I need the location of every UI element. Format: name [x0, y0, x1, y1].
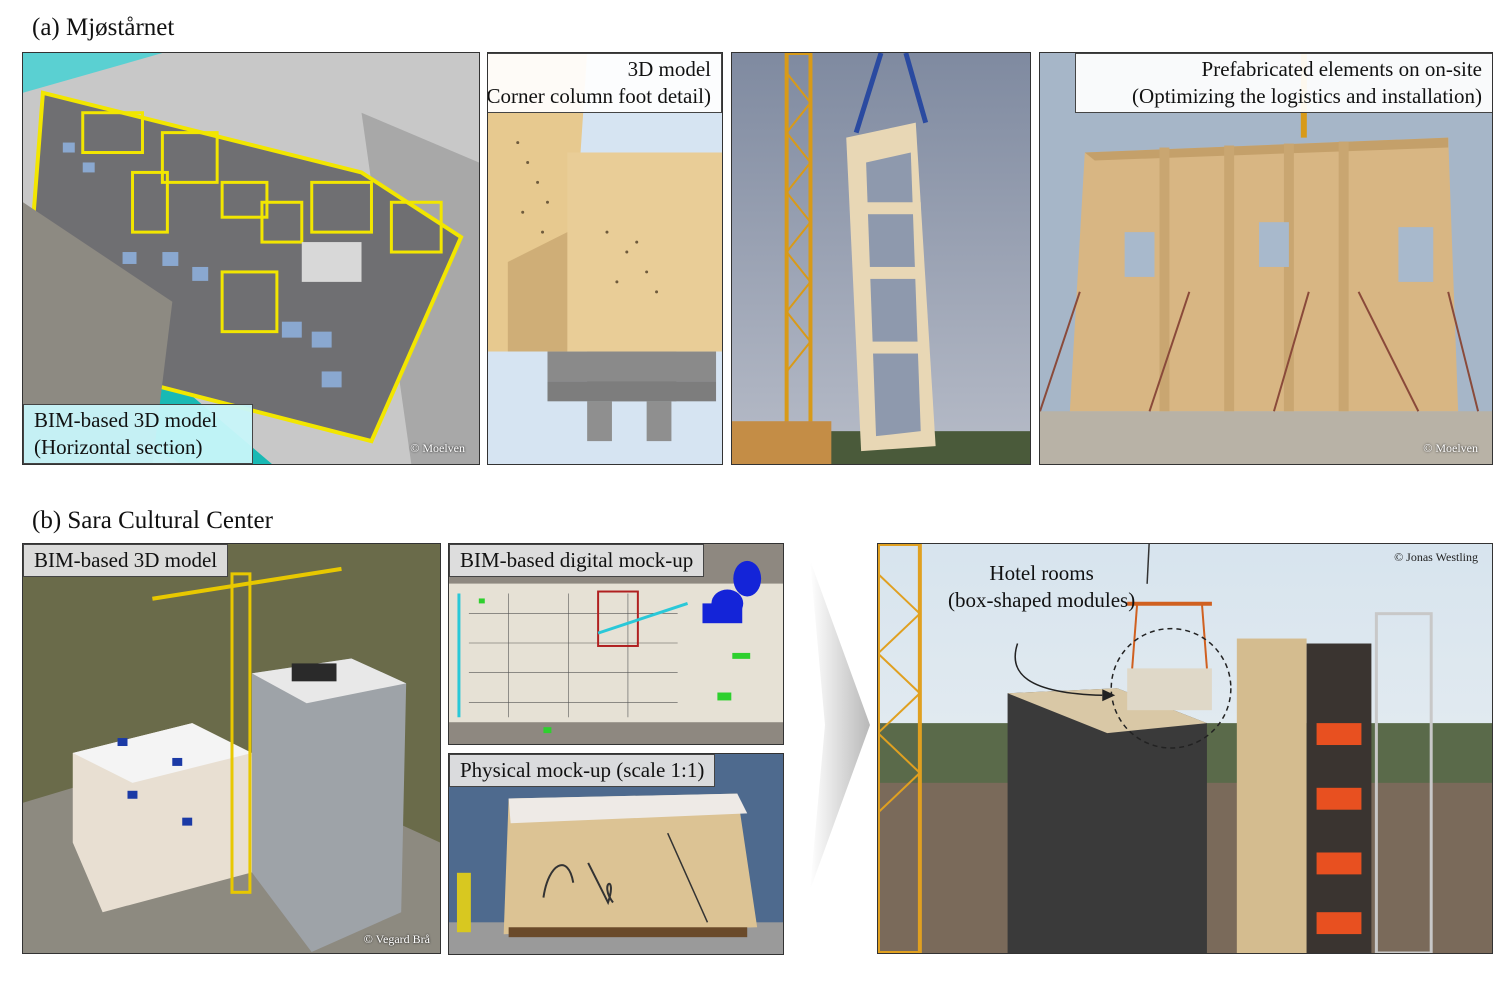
label-line-1: 3D model — [627, 57, 711, 81]
panel-label: BIM-based digital mock-up — [449, 544, 705, 577]
hotel-rooms-annotation: Hotel rooms (box-shaped modules) — [948, 560, 1135, 614]
panel-label: BIM-based 3D model — [23, 544, 229, 577]
panel-label: BIM-based 3D model (Horizontal section) — [23, 404, 253, 464]
crane-lifting-photo — [731, 52, 1031, 465]
section-a-title: (a) Mjøstårnet — [32, 14, 175, 41]
panel-label: Prefabricated elements on on-site (Optim… — [1075, 53, 1492, 113]
bim-digital-mockup-image: BIM-based digital mock-up — [448, 543, 784, 745]
photo-credit: © Moelven — [410, 441, 465, 455]
bim-3d-model-image: BIM-based 3D model © Vegard Brå — [22, 543, 441, 954]
bim-horizontal-section-image: BIM-based 3D model (Horizontal section) … — [22, 52, 480, 465]
column-foot-illustration — [488, 53, 722, 464]
prefabricated-elements-photo: Prefabricated elements on on-site (Optim… — [1039, 52, 1493, 465]
hotel-construction-illustration — [878, 544, 1492, 953]
panel-label: 3D model (Corner column foot detail) — [487, 53, 722, 113]
photo-credit: © Vegard Brå — [363, 932, 430, 946]
label-line-2: (Optimizing the logistics and installati… — [1132, 84, 1482, 108]
annotation-line-2: (box-shaped modules) — [948, 588, 1136, 612]
bim-building-illustration — [23, 544, 440, 953]
crane-photo-illustration — [732, 53, 1030, 464]
photo-credit: © Jonas Westling — [1394, 550, 1478, 564]
hotel-modules-photo: Hotel rooms (box-shaped modules) © Jonas… — [877, 543, 1493, 954]
physical-mockup-illustration — [449, 754, 783, 954]
physical-mockup-photo: Physical mock-up (scale 1:1) — [448, 753, 784, 955]
panel-label: Physical mock-up (scale 1:1) — [449, 754, 716, 787]
label-line-1: Prefabricated elements on on-site — [1201, 57, 1482, 81]
annotation-line-1: Hotel rooms — [989, 561, 1094, 585]
label-line-2: (Corner column foot detail) — [487, 84, 711, 108]
label-line-2: (Horizontal section) — [34, 435, 203, 459]
label-line-1: BIM-based 3D model — [34, 408, 218, 432]
section-b-title: (b) Sara Cultural Center — [32, 507, 273, 534]
digital-mockup-illustration — [449, 544, 783, 744]
arrow-right-icon — [810, 560, 870, 890]
photo-credit: © Moelven — [1423, 441, 1478, 455]
bim-floor-plan-illustration — [23, 53, 479, 464]
column-foot-3d-model-image: 3D model (Corner column foot detail) — [487, 52, 723, 465]
prefab-wall-illustration — [1040, 53, 1492, 464]
